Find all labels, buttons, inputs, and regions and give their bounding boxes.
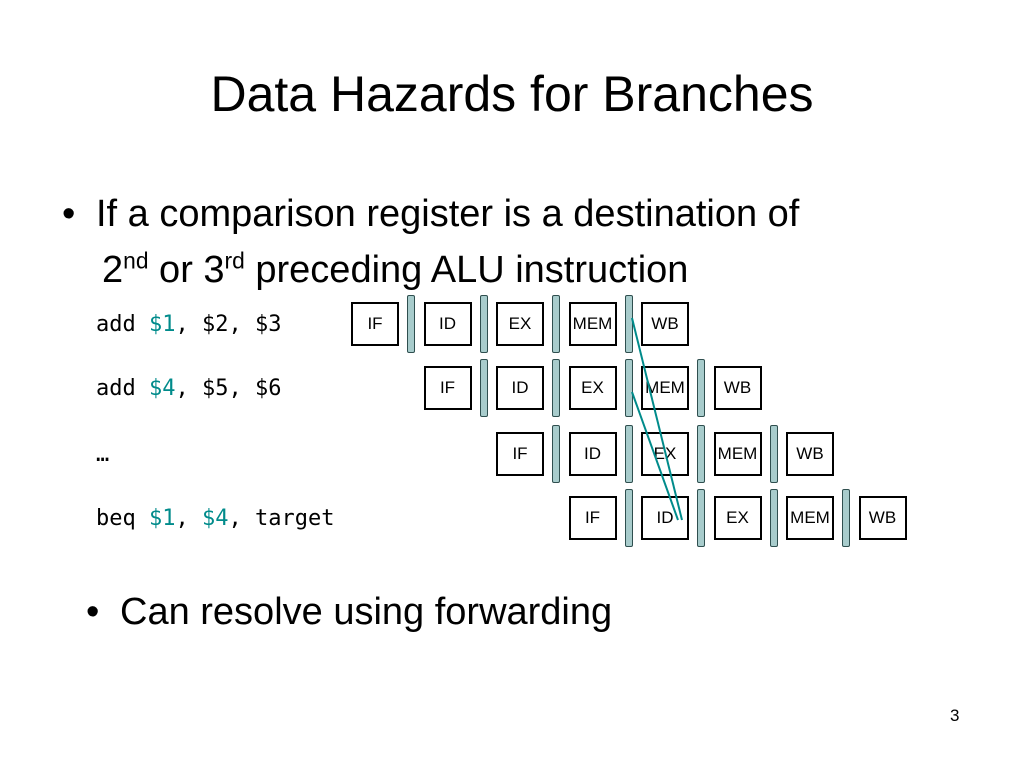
stage-if-row-3: IF — [496, 432, 544, 476]
stage-id-row-1: ID — [423, 302, 472, 346]
stage-wb-row-1: WB — [641, 302, 689, 346]
pipeline-register-row-2 — [552, 359, 560, 417]
bullet-dot: • — [62, 193, 76, 235]
forward-line-from-instr-2 — [631, 391, 679, 521]
pipeline-register-row-3 — [769, 425, 778, 483]
pipeline-register-row-1 — [552, 295, 560, 353]
register-src2: $3 — [254, 312, 282, 337]
ellipsis: … — [96, 442, 110, 467]
pipeline-register-row-2 — [697, 359, 705, 417]
stage-mem-row-4: MEM — [786, 496, 834, 540]
stage-if-row-1: IF — [351, 302, 399, 346]
ordinal-suffix-rd: rd — [224, 247, 245, 274]
stage-if-row-4: IF — [568, 496, 617, 540]
separator: , — [175, 376, 202, 401]
stage-ex-row-1: EX — [496, 302, 544, 346]
bullet-forwarding: • Can resolve using forwarding — [86, 584, 612, 640]
separator: , — [228, 376, 255, 401]
opcode: add — [96, 312, 149, 337]
pipeline-register-row-4 — [769, 489, 778, 547]
pipeline-register-row-4 — [624, 489, 633, 547]
separator: , — [228, 506, 255, 531]
pipeline-register-row-3 — [624, 425, 633, 483]
pipeline-register-row-1 — [624, 295, 633, 353]
instruction-2: add $4, $5, $6 — [96, 374, 281, 404]
ordinal-2: 2 — [102, 249, 124, 291]
bullet-comparison-register: • If a comparison register is a destinati… — [62, 186, 962, 298]
bullet-1-tail: preceding ALU instruction — [244, 249, 689, 291]
opcode: beq — [96, 506, 149, 531]
stage-ex-row-2: EX — [568, 366, 617, 410]
pipeline-register-row-2 — [479, 359, 488, 417]
bullet-2-text: Can resolve using forwarding — [120, 591, 613, 633]
ordinal-suffix-nd: nd — [123, 247, 149, 274]
pipeline-register-row-4 — [697, 489, 705, 547]
opcode: add — [96, 376, 149, 401]
pipeline-register-row-3 — [697, 425, 705, 483]
pipeline-register-row-4 — [842, 489, 850, 547]
stage-id-row-3: ID — [568, 432, 617, 476]
page-number: 3 — [950, 706, 960, 725]
pipeline-register-row-1 — [479, 295, 488, 353]
separator: , — [228, 312, 255, 337]
instruction-ellipsis: … — [96, 440, 109, 470]
bullet-1-line-1: If a comparison register is a destinatio… — [96, 193, 800, 235]
separator: , — [175, 312, 202, 337]
bullet-dot: • — [86, 591, 100, 633]
stage-wb-row-4: WB — [858, 496, 907, 540]
register-src1: $2 — [201, 312, 229, 337]
register-dest: $4 — [148, 376, 176, 401]
stage-mem-row-3: MEM — [713, 432, 762, 476]
pipeline-register-row-1 — [407, 295, 415, 353]
slide-title: Data Hazards for Branches — [210, 66, 814, 122]
bullet-1-connector: or 3 — [148, 249, 225, 291]
register-dest: $1 — [148, 312, 176, 337]
stage-ex-row-4: EX — [713, 496, 762, 540]
stage-if-row-2: IF — [423, 366, 472, 410]
branch-target: target — [254, 506, 335, 531]
pipeline-register-row-2 — [624, 359, 633, 417]
stage-wb-row-3: WB — [786, 432, 834, 476]
stage-wb-row-2: WB — [713, 366, 762, 410]
register-compare-2: $4 — [201, 506, 229, 531]
register-src1: $5 — [201, 376, 229, 401]
instruction-branch: beq $1, $4, target — [96, 504, 334, 534]
separator: , — [175, 506, 202, 531]
forward-line-from-instr-1 — [631, 317, 683, 521]
bullet-1-line-2: 2nd or 3rd preceding ALU instruction — [62, 242, 962, 298]
pipeline-register-row-3 — [552, 425, 560, 483]
stage-mem-row-1: MEM — [568, 302, 617, 346]
stage-id-row-2: ID — [496, 366, 544, 410]
register-src2: $6 — [254, 376, 282, 401]
register-compare-1: $1 — [148, 506, 176, 531]
instruction-1: add $1, $2, $3 — [96, 310, 281, 340]
